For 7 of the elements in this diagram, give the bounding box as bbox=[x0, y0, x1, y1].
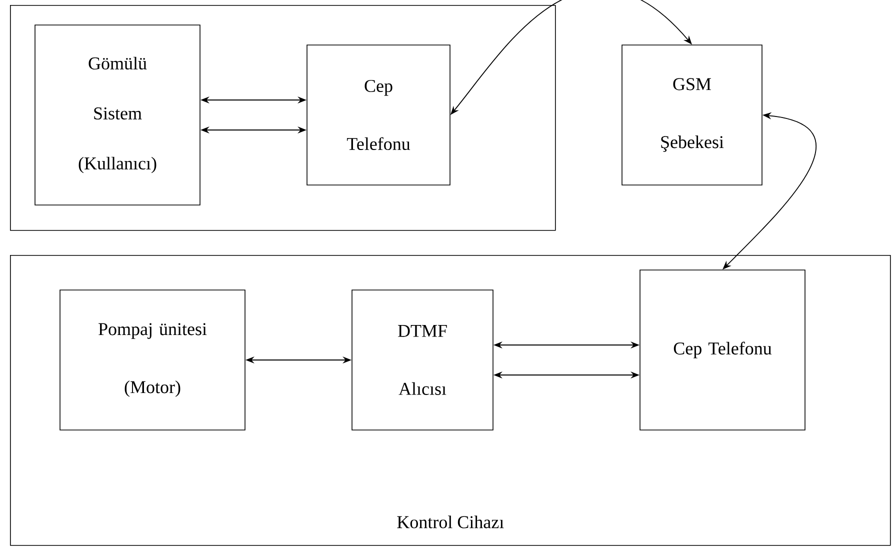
block-box: GSM Şebekesi bbox=[622, 44, 762, 186]
block-box: Pompaj ünitesi (Motor) bbox=[60, 290, 246, 430]
block-box: Cep Telefonu bbox=[306, 44, 450, 186]
block-box: Cep Telefonu bbox=[640, 270, 806, 430]
block-box: DTMF Alıcısı bbox=[352, 290, 494, 430]
block-box: Gömülü Sistem (Kullanıcı) bbox=[34, 24, 200, 206]
group-box bbox=[10, 5, 556, 231]
